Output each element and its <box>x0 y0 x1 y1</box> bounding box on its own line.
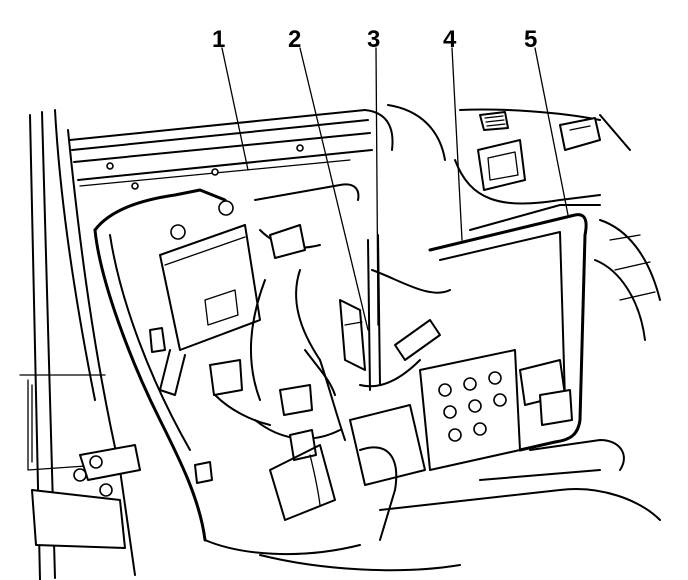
door-module <box>149 200 261 396</box>
wiring-harness <box>209 224 366 521</box>
seat-edge-right <box>594 219 661 341</box>
callout-2: 2 <box>288 26 301 53</box>
interior-trim-upper-right <box>454 108 631 205</box>
leader-5 <box>534 47 569 216</box>
leader-3 <box>375 47 379 326</box>
door-lower-pocket <box>194 404 426 541</box>
window-channel-cables <box>359 234 451 391</box>
callout-5: 5 <box>524 26 537 53</box>
callout-4: 4 <box>443 26 457 53</box>
callout-3: 3 <box>367 26 380 53</box>
leader-2 <box>299 47 369 331</box>
callout-leaders <box>221 47 569 331</box>
door-trim-right-section <box>379 204 661 521</box>
door-inner-panel <box>93 183 461 572</box>
callout-labels: 1 2 3 4 5 <box>212 26 537 53</box>
leader-4 <box>451 47 463 241</box>
window-belt-molding <box>69 104 446 190</box>
leader-1 <box>221 47 249 171</box>
callout-1: 1 <box>212 26 225 53</box>
body-frame <box>19 109 141 580</box>
